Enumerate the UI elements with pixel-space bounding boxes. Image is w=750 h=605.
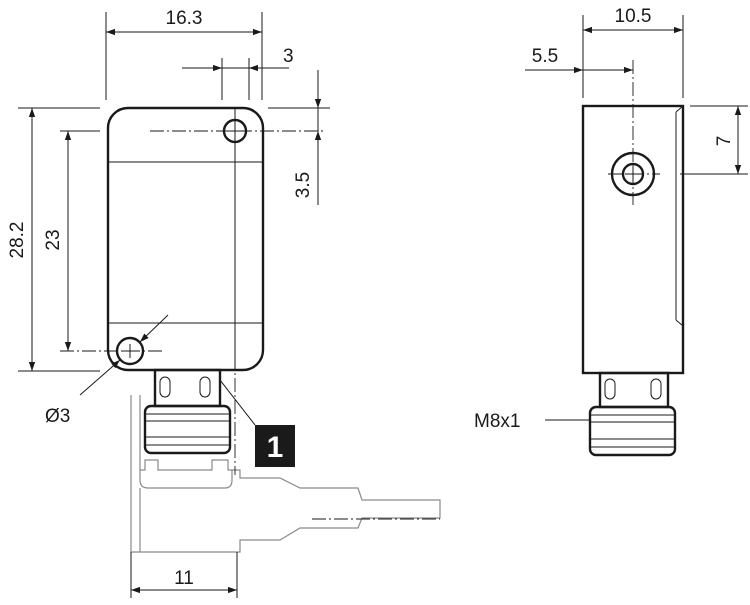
front-dimensions bbox=[18, 12, 330, 598]
callout-number: 1 bbox=[267, 431, 284, 464]
dim-width-side: 10.5 bbox=[615, 6, 652, 27]
angled-connector-cable bbox=[130, 395, 441, 553]
connector-thread-label: M8x1 bbox=[474, 411, 520, 432]
front-connector-body bbox=[143, 404, 232, 455]
dim-hole-height-side: 7 bbox=[714, 136, 735, 147]
dim-width-front: 16.3 bbox=[166, 8, 203, 29]
dim-slot-width: 3 bbox=[283, 46, 294, 67]
side-view bbox=[581, 60, 685, 457]
dim-hole-diameter: Ø3 bbox=[45, 406, 70, 427]
callout-leader bbox=[219, 379, 256, 426]
dim-connector-width: 11 bbox=[174, 568, 194, 589]
dim-hole-spacing: 23 bbox=[43, 229, 64, 250]
front-view bbox=[60, 106, 441, 553]
callout-box bbox=[255, 425, 295, 467]
side-dimensions bbox=[525, 15, 748, 421]
side-connector-body bbox=[588, 405, 677, 457]
dim-hole-offset-top: 3.5 bbox=[293, 172, 314, 198]
dim-height-total: 28.2 bbox=[7, 222, 28, 259]
dim-hole-offset-side: 5.5 bbox=[532, 46, 558, 67]
